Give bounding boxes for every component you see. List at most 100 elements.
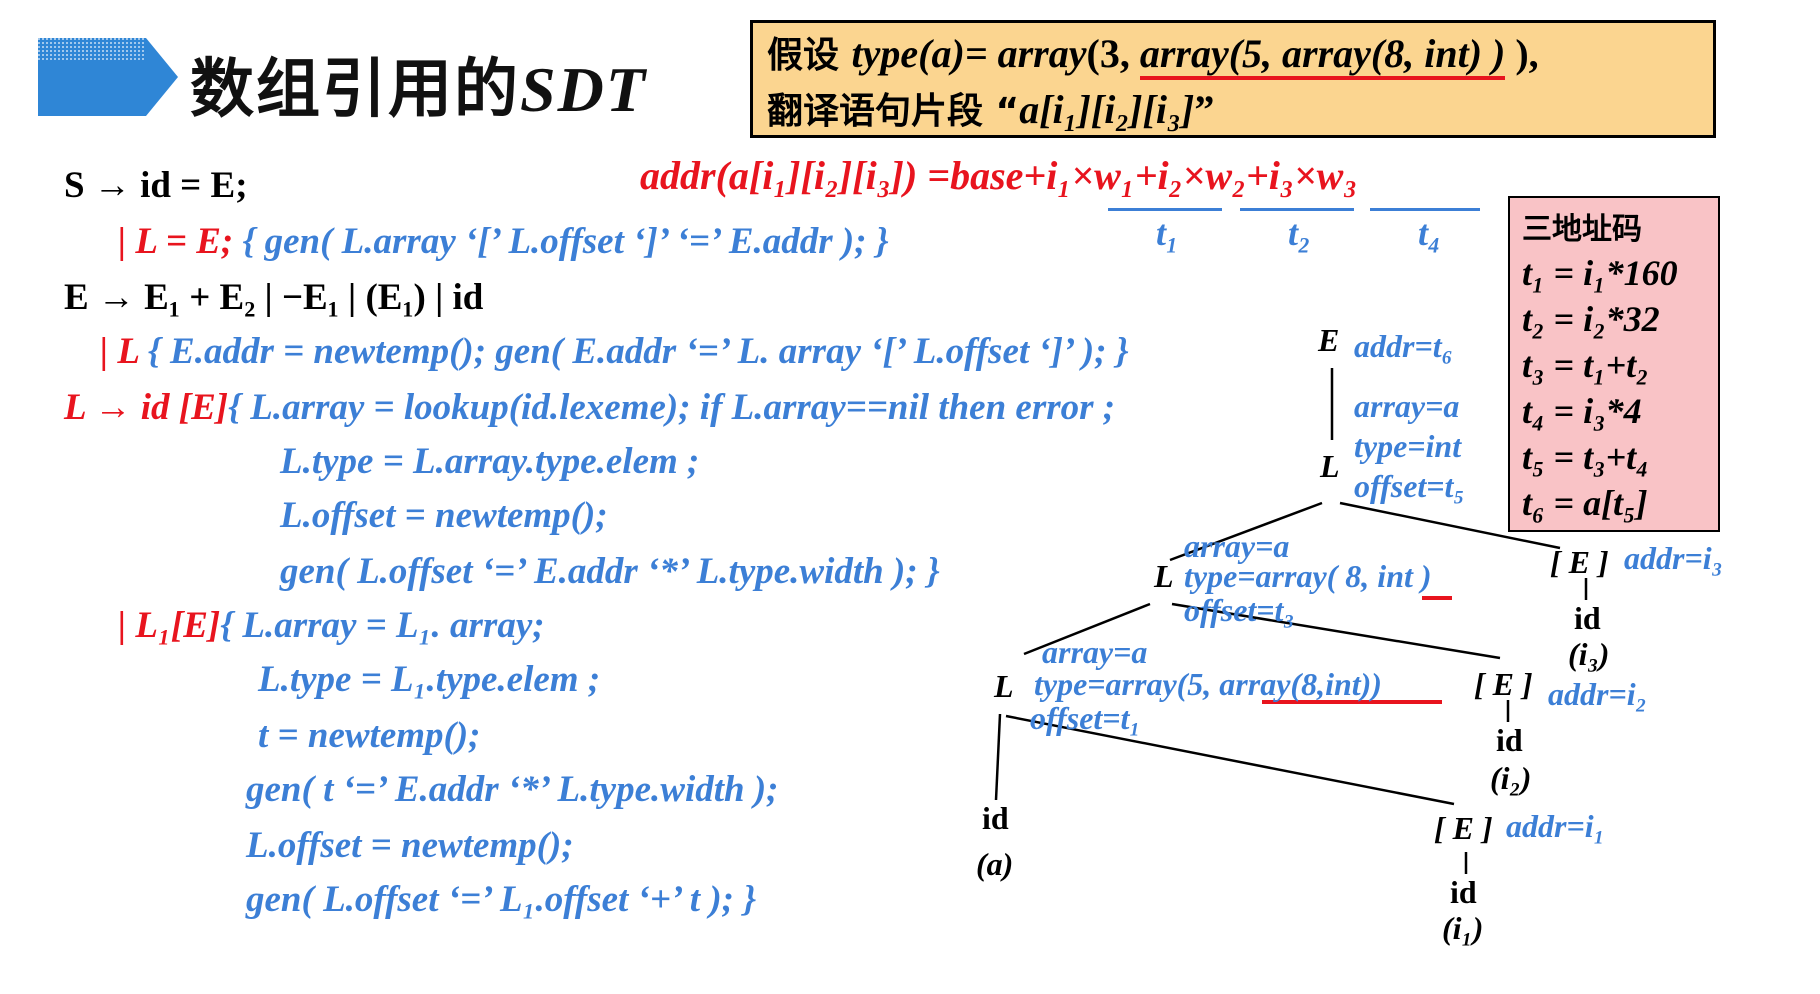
assumption-line2-end: ” [1194,87,1215,132]
tree-L3-type-end: ) [1371,666,1382,702]
grammar-line-7: L.offset = newtemp(); [280,495,608,536]
grammar-line-3: E → E₁ + E₂ | −E₁ | (E₁) | id [64,277,484,318]
three-address-header: 三地址码 [1522,212,1642,247]
edge-L2-L3 [1023,602,1151,656]
assumption-line1: 假设 type(a)= array(3, array(5, array(8, i… [767,27,1713,83]
edge-L2-E2 [1171,602,1501,660]
tree-E2-idvalue: (i₂) [1490,760,1532,796]
tac-line-4: t₄ = i₃*4 [1522,391,1642,431]
tac-line-5: t₅ = t₃+t₄ [1522,437,1649,477]
grammar-line-9: | L₁[E]{ L.array = L₁. array; [118,604,545,647]
underline-t1 [1108,208,1222,211]
grammar-l2-blue: { gen( L.array ‘[’ L.offset ‘]’ ‘=’ E.ad… [242,221,889,262]
assumption-line2-expr: [i₁][i₂][i₃] [1039,87,1195,132]
assumption-box: 假设 type(a)= array(3, array(5, array(8, i… [750,20,1716,138]
grammar-l4-red: | L [100,331,139,372]
tree-L2-type-int: int [1377,558,1413,594]
tree-L1-array: array=a [1354,388,1460,424]
tac-line-6: t₆ = a[t₅] [1522,483,1648,523]
grammar-line-2: | L = E; { gen( L.array ‘[’ L.offset ‘]’… [118,220,889,263]
tree-L3-array: array=a [1042,634,1148,670]
assumption-type: type [851,31,919,76]
grammar-l5-blue: { L.array = lookup(id.lexeme); if L.arra… [228,387,1116,428]
assumption-prefix: 假设 [767,35,852,76]
edge-L3-id [994,713,1002,801]
tree-node-E3: [ E ] [1550,544,1609,580]
formula-plus1: + [1134,153,1158,198]
formula-plus2: + [1245,153,1269,198]
assumption-array1: array [997,31,1087,76]
tree-E2-id: id [1496,722,1523,758]
tree-L1-offset: offset=t₅ [1354,468,1465,504]
tree-node-L2: L [1154,558,1174,594]
formula-lhs: addr(a[i₁][i₂][i₃]) =base+ [640,153,1047,198]
tree-L3-type: type=array(5, array(8,int)) [1034,666,1382,703]
tree-L2-offset: offset=t₃ [1184,592,1295,628]
tree-E1-idvalue: (i₁) [1442,910,1484,946]
tree-L3-type-pre: type=array(5, [1034,666,1220,702]
tree-L2-type-end: ) [1412,558,1432,594]
tree-L3-offset: offset=t₁ [1030,700,1141,736]
tree-L3-type-inner: array(8,int) [1219,666,1372,702]
title-banner-arrow [38,38,178,116]
assumption-a: (a)= [918,31,998,76]
tac-line-2: t₂ = i₂*32 [1522,299,1660,339]
underline-t4 [1370,208,1480,211]
tree-a-idvalue: (a) [976,846,1014,882]
tac-line-1: t₁ = i₁*160 [1522,253,1678,293]
tree-node-E2: [ E ] [1474,666,1533,702]
tree-node-E-root: E [1318,322,1340,358]
edge-L1-L2 [1169,501,1323,562]
edge-L1-E3 [1339,501,1561,550]
tree-L2-type: type=array( 8, int ) [1184,558,1432,595]
tree-E3-idvalue: (i₃) [1568,636,1610,672]
grammar-line-14: gen( L.offset ‘=’ L₁.offset ‘+’ t ); } [246,879,757,920]
tree-E3-attr: addr=i₃ [1624,540,1723,576]
grammar-l5-red: L → id [E] [64,387,229,428]
tree-a-id: id [982,800,1009,836]
grammar-line-4: | L { E.addr = newtemp(); gen( E.addr ‘=… [100,330,1129,373]
tree-L2-array: array=a [1184,528,1290,564]
formula-term1: i₁×w₁ [1046,153,1135,198]
grammar-l9-red: | L₁[E] [118,605,221,646]
tree-attr-root: addr=t₆ [1354,328,1453,364]
page-title: 数组引用的SDT [190,38,647,130]
tree-node-E1: [ E ] [1434,810,1493,846]
tree-E1-attr: addr=i₁ [1506,808,1605,844]
tree-E3-id: id [1574,600,1601,636]
tree-E2-attr: addr=i₂ [1548,676,1647,712]
three-address-code-box: 三地址码 t₁ = i₁*160 t₂ = i₂*32 t₃ = t₁+t₂ t… [1508,196,1720,532]
assumption-line2: 翻译语句片段 “a[i₁][i₂][i₃]” [767,83,1713,139]
grammar-line-6: L.type = L.array.type.elem ; [280,441,700,482]
assumption-array2: array(5, array(8, int) ) [1139,31,1506,80]
tac-line-3: t₃ = t₁+t₂ [1522,345,1649,385]
grammar-line-5: L → id [E]{ L.array = lookup(id.lexeme);… [64,386,1115,429]
assumption-end: ), [1505,31,1539,76]
grammar-l2-red: | L = E; [118,221,234,262]
formula-term2: i₂×w₂ [1157,153,1246,198]
assumption-line2-prefix: 翻译语句片段 “ [767,91,1020,132]
grammar-line-12: gen( t ‘=’ E.addr ‘*’ L.type.width ); [246,769,779,810]
tree-node-L1: L [1320,448,1340,484]
assumption-dim3: (3, [1086,31,1140,76]
assumption-line2-a: a [1019,87,1040,132]
grammar-line-13: L.offset = newtemp(); [246,825,574,866]
title-main: 数组引用的 [190,53,520,127]
grammar-line-1: S → id = E; [64,165,248,206]
grammar-line-11: t = newtemp(); [258,715,481,756]
grammar-line-10: L.type = L₁.type.elem ; [258,659,601,700]
underline-t2 [1240,208,1354,211]
tree-E1-id: id [1450,874,1477,910]
tree-node-L3: L [994,668,1014,704]
grammar-line-8: gen( L.offset ‘=’ E.addr ‘*’ L.type.widt… [280,551,940,592]
formula-term3: i₃×w₃ [1268,153,1358,198]
title-sdt: SDT [520,54,647,125]
tree-L2-type-pre: type=array( 8, [1184,558,1378,594]
tree-L1-type: type=int [1354,428,1462,464]
label-t1: t₁ [1156,213,1179,253]
label-t2: t₂ [1288,213,1311,253]
grammar-l9-blue: { L.array = L₁. array; [220,605,545,646]
label-t4: t₄ [1418,213,1441,253]
address-formula: addr(a[i₁][i₂][i₃]) =base+i₁×w₁+i₂×w₂+i₃… [640,152,1357,199]
